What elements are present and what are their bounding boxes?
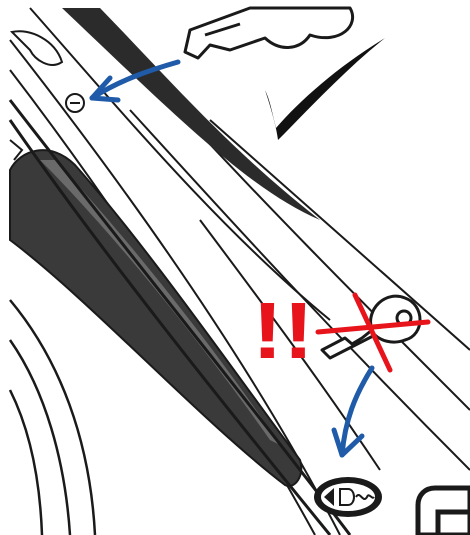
- warning-exclamation: !!: [252, 286, 314, 375]
- frame-stripes: [8, 99, 352, 535]
- battery-connector-icon: [415, 485, 470, 535]
- bolt-icon: [9, 139, 24, 161]
- blue-arrow-icon: [89, 59, 181, 103]
- crossed-key-icon: [315, 292, 431, 373]
- wheel-arcs: [8, 299, 97, 535]
- seat-clamp-icon: [10, 30, 64, 66]
- top-tube-shadow: [62, 8, 320, 220]
- blue-arrow-down-icon: [331, 365, 375, 458]
- check-mark-icon: [265, 38, 385, 140]
- charging-port-icon: [314, 477, 382, 517]
- top-tube-edge: [29, 7, 331, 321]
- down-tube-highlight: [40, 160, 280, 445]
- lock-keyhole-icon: [65, 93, 85, 113]
- key-icon: [183, 6, 354, 60]
